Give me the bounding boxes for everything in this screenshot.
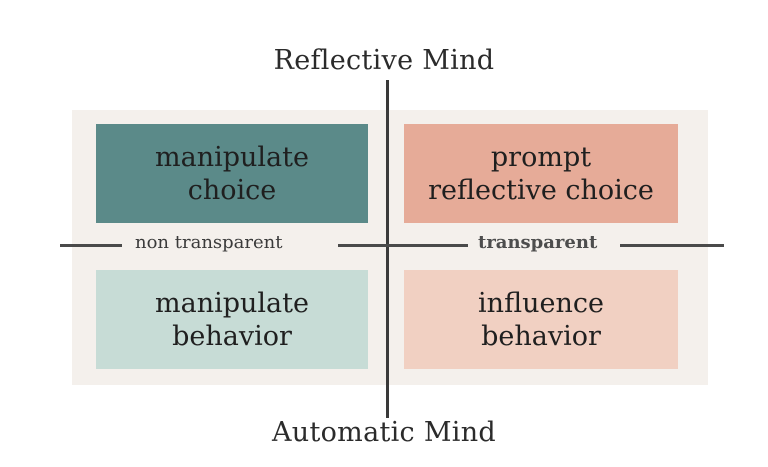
quadrant-label-line1: prompt (490, 141, 592, 173)
quadrant-label-line2: behavior (172, 320, 292, 352)
quadrant-label-line2: behavior (481, 320, 601, 352)
horizontal-axis-segment-right (620, 244, 724, 247)
quadrant-label-line2: choice (187, 174, 277, 206)
quadrant-label-line1: manipulate (155, 141, 309, 173)
axis-label-top: Reflective Mind (273, 45, 495, 76)
quadrant-influence-behavior: influence behavior (404, 270, 678, 369)
quadrant-label-line1: influence (478, 287, 604, 319)
axis-label-right: transparent (478, 232, 598, 253)
quadrant-manipulate-behavior: manipulate behavior (96, 270, 368, 369)
quadrant-manipulate-choice: manipulate choice (96, 124, 368, 223)
quadrant-prompt-reflective-choice: prompt reflective choice (404, 124, 678, 223)
axis-label-bottom: Automatic Mind (271, 417, 497, 448)
vertical-axis-line (386, 80, 389, 418)
horizontal-axis-segment-middle (338, 244, 468, 247)
quadrant-label-line1: manipulate (155, 287, 309, 319)
axis-label-left: non transparent (135, 232, 283, 253)
quadrant-label-line2: reflective choice (428, 174, 654, 206)
horizontal-axis-segment-left (60, 244, 122, 247)
